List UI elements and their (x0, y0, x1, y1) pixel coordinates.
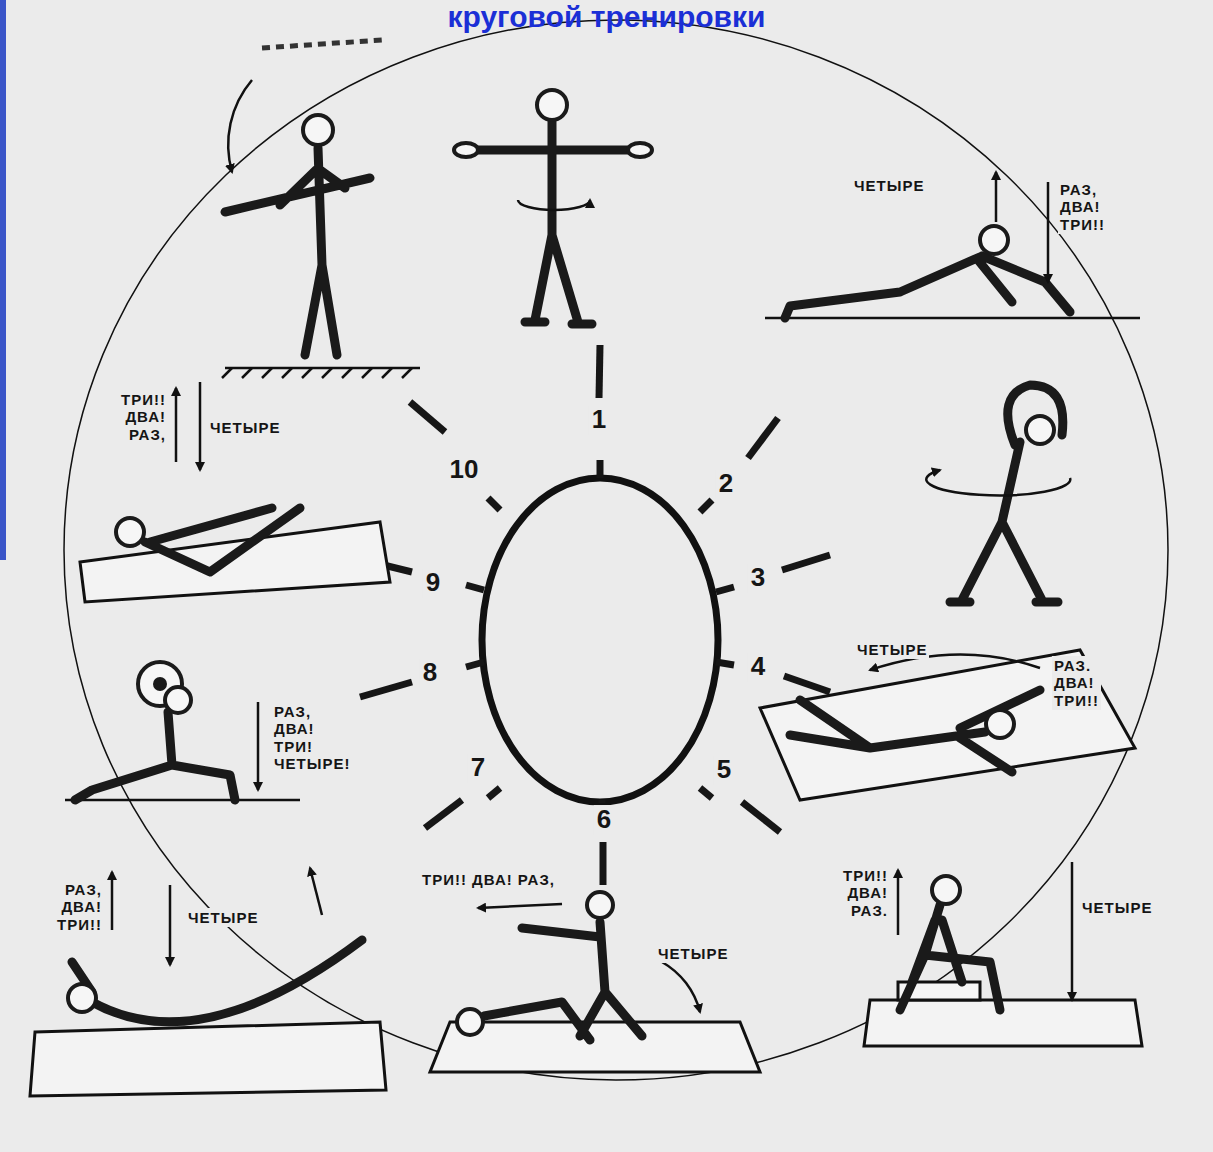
count-text: ЧЕТЫРЕ (852, 176, 926, 195)
station-10-figure (222, 40, 420, 378)
count-text: ЧЕТЫРЕ (186, 908, 260, 927)
count-text: РАЗ, ДВА! ТРИ!! (55, 880, 104, 934)
count-text: РАЗ, ДВА! ТРИ! ЧЕТЫРЕ! (272, 702, 352, 773)
station-number: 6 (594, 805, 614, 835)
station-number: 3 (748, 563, 768, 593)
count-text: ЧЕТЫРЕ (855, 640, 929, 659)
count-text: ТРИ!! ДВА! РАЗ. (841, 866, 890, 920)
count-text: ЧЕТЫРЕ (208, 418, 282, 437)
edge-strip (0, 0, 6, 560)
station-2-figure (765, 172, 1140, 318)
outer-circle (64, 20, 1168, 1080)
station-number: 8 (420, 658, 440, 688)
station-7-figure (30, 868, 386, 1096)
station-6-figure (430, 892, 760, 1072)
station-rays (355, 345, 830, 885)
count-text: РАЗ, ДВА! ТРИ!! (1058, 180, 1107, 234)
station-9-figure (80, 382, 390, 602)
station-number: 5 (714, 755, 734, 785)
station-number: 4 (748, 652, 768, 682)
station-4-figure (760, 650, 1135, 800)
station-number: 7 (468, 753, 488, 783)
track-oval (482, 478, 718, 802)
station-number: 10 (447, 455, 482, 485)
count-text: ТРИ!! ДВА! РАЗ, (420, 870, 557, 889)
count-text: ТРИ!! ДВА! РАЗ, (119, 390, 168, 444)
station-1-figure (454, 90, 652, 324)
station-number: 2 (716, 469, 736, 499)
station-number: 9 (423, 568, 443, 598)
count-text: РАЗ. ДВА! ТРИ!! (1052, 656, 1101, 710)
station-3-figure (926, 385, 1070, 602)
station-number: 1 (589, 405, 609, 435)
station-8-figure (65, 662, 300, 800)
count-text: ЧЕТЫРЕ (656, 944, 730, 963)
count-text: ЧЕТЫРЕ (1080, 898, 1154, 917)
station-5-figure (864, 862, 1142, 1046)
page-title: круговой тренировки (0, 0, 1213, 33)
